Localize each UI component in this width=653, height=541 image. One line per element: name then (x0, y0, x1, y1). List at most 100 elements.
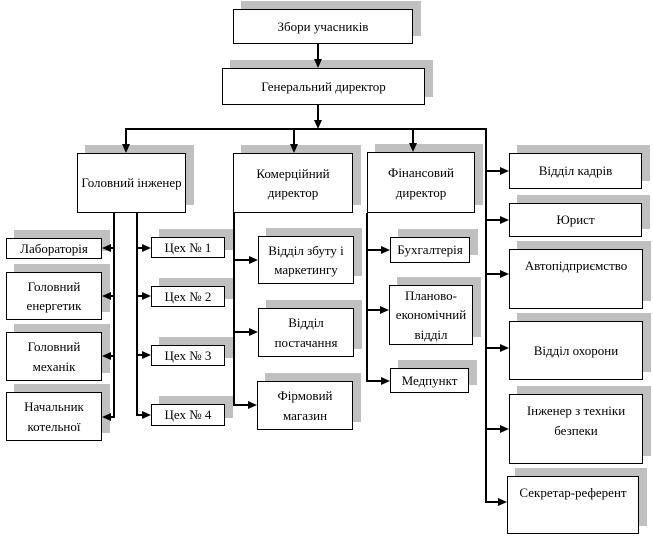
org-node-label: Головний механік (27, 339, 81, 374)
org-node-tsekh-1: Цех № 1 (151, 237, 225, 258)
org-node-label: Відділ збуту і маркетингу (268, 242, 344, 278)
org-node-label: Відділ постачання (274, 315, 338, 350)
edge-gendir-rail-line (317, 105, 319, 121)
edge-golinzh-kotel-arrowhead (102, 413, 111, 421)
edge-golinzh-tsekh1-line (138, 247, 144, 249)
org-node-label: Медпункт (401, 372, 458, 388)
edge-golinzh-tsekh3-line (138, 354, 144, 356)
org-node-label: Головний енергетик (26, 278, 82, 314)
org-node-label: Юрист (556, 212, 595, 228)
edge-golinzh-energ-line (109, 295, 115, 297)
org-node-label: Цех № 1 (164, 239, 212, 255)
org-node-firmovyi-mahazyn: Фірмовий магазин (257, 381, 353, 430)
org-node-planovo-ekonomichnyi-viddil: Планово-економічний відділ (389, 285, 473, 345)
org-node-avtopidpryiemstvo: Автопідприємство (509, 249, 643, 309)
edge-findir-med-line (368, 380, 383, 382)
org-node-label: Начальник котельної (24, 399, 84, 434)
edge-rail-findir-line (412, 130, 414, 144)
org-node-buhhalteriia: Бухгалтерія (390, 237, 470, 263)
edge-rail-golinzh-arrowhead (122, 144, 130, 153)
org-node-inzhener-z-tekhniky-bezpeky: Інженер з техніки безпеки (509, 394, 643, 464)
org-node-label: Фірмовий магазин (277, 388, 333, 423)
org-node-label: Цех № 3 (164, 347, 212, 363)
drop-komdir-line (233, 213, 235, 406)
org-node-label: Комерційний директор (256, 165, 330, 201)
org-node-tsekh-4: Цех № 4 (151, 404, 225, 426)
org-node-laboratoriia: Лабораторія (6, 238, 102, 259)
edge-golinzh-mech-line (109, 355, 115, 357)
org-node-label: Відділ охорони (533, 342, 619, 358)
org-node-nachalnyk-kotelnoi: Начальник котельної (6, 392, 102, 441)
edge-zbory-gendir-arrowhead (314, 59, 322, 68)
org-node-label: Інженер з техніки безпеки (526, 403, 626, 438)
edge-drop-avto-line (487, 273, 501, 275)
edge-drop-yuryst-line (487, 219, 501, 221)
edge-golinzh-kotel-line (109, 416, 115, 418)
org-node-label: Бухгалтерія (397, 242, 463, 258)
org-node-sekretar-referent: Секретар-референт (507, 476, 639, 534)
edge-drop-ohorona-line (487, 347, 501, 349)
org-node-label: Автопідприємство (524, 258, 628, 273)
edge-findir-plan-line (368, 309, 383, 311)
edge-komdir-firm-arrowhead (248, 401, 257, 409)
edge-drop-yuryst-arrowhead (500, 216, 509, 224)
edge-golinzh-tsekh4-line (138, 414, 144, 416)
org-node-holovnyi-inzhener: Головний інженер (77, 153, 186, 213)
edge-komdir-post-line (235, 331, 251, 333)
edge-findir-plan-arrowhead (380, 306, 389, 314)
org-node-label: Лабораторія (20, 240, 88, 256)
edge-rail-findir-arrowhead (409, 143, 417, 152)
org-node-label: Цех № 2 (164, 288, 212, 304)
org-node-yuryst: Юрист (509, 203, 642, 237)
edge-golinzh-lab-arrowhead (102, 244, 111, 252)
org-node-label: Фінансовий директор (388, 165, 454, 200)
drop-right-column-line (485, 128, 487, 503)
edge-rail-golinzh-line (125, 130, 127, 145)
edge-drop-inzh-line (487, 428, 501, 430)
edge-rail-komdir-line (293, 130, 295, 145)
edge-gendir-rail-arrowhead (314, 120, 322, 129)
org-node-finansovyi-dyrektor: Фінансовий директор (367, 152, 475, 213)
org-node-heneralnyi-dyrektor: Генеральний директор (222, 68, 425, 105)
edge-findir-med-arrowhead (381, 377, 390, 385)
org-node-holovnyi-enerhetyk: Головний енергетик (6, 272, 102, 320)
edge-komdir-zbut-line (235, 259, 251, 261)
edge-drop-kadry-arrowhead (500, 167, 509, 175)
org-node-zbory-uchasnykiv: Збори учасників (233, 9, 413, 44)
org-node-medpunkt: Медпункт (390, 368, 469, 393)
edge-golinzh-tsekh1-arrowhead (142, 244, 151, 252)
org-node-label: Відділ кадрів (538, 163, 613, 179)
edge-golinzh-tsekh2-line (138, 295, 144, 297)
org-node-viddil-postachannia: Відділ постачання (258, 308, 354, 357)
drop-findir-line (366, 213, 368, 382)
org-node-tsekh-3: Цех № 3 (151, 345, 225, 366)
edge-drop-inzh-arrowhead (500, 425, 509, 433)
edge-golinzh-mech-arrowhead (102, 352, 111, 360)
edge-zbory-gendir-line (317, 44, 319, 60)
edge-drop-kadry-line (487, 170, 501, 172)
drop-golinzh-tsekh-line (136, 213, 138, 416)
edge-golinzh-tsekh4-arrowhead (142, 411, 151, 419)
edge-drop-sekretar-line (487, 501, 499, 503)
org-node-viddil-kadriv: Відділ кадрів (509, 153, 642, 189)
edge-komdir-post-arrowhead (249, 328, 258, 336)
edge-golinzh-tsekh2-arrowhead (142, 292, 151, 300)
drop-golinzh-left-line (113, 213, 115, 418)
edge-golinzh-energ-arrowhead (102, 292, 111, 300)
org-node-label: Секретар-референт (519, 485, 627, 500)
org-node-label: Цех № 4 (164, 407, 212, 423)
edge-findir-buh-line (368, 249, 383, 251)
edge-komdir-zbut-arrowhead (249, 256, 258, 264)
org-node-viddil-zbutu-i-marketynhu: Відділ збуту і маркетингу (258, 236, 354, 284)
org-node-tsekh-2: Цех № 2 (151, 286, 225, 307)
org-node-label: Головний інженер (81, 175, 182, 191)
org-node-holovnyi-mekhanik: Головний механік (6, 332, 102, 381)
edge-drop-ohorona-arrowhead (500, 344, 509, 352)
edge-komdir-firm-line (235, 404, 251, 406)
org-node-komertsiinyi-dyrektor: Комерційний директор (233, 153, 353, 213)
org-node-label: Збори учасників (277, 18, 369, 34)
org-node-label: Генеральний директор (261, 78, 386, 94)
org-node-label: Планово-економічний відділ (395, 287, 467, 342)
edge-golinzh-tsekh3-arrowhead (142, 351, 151, 359)
